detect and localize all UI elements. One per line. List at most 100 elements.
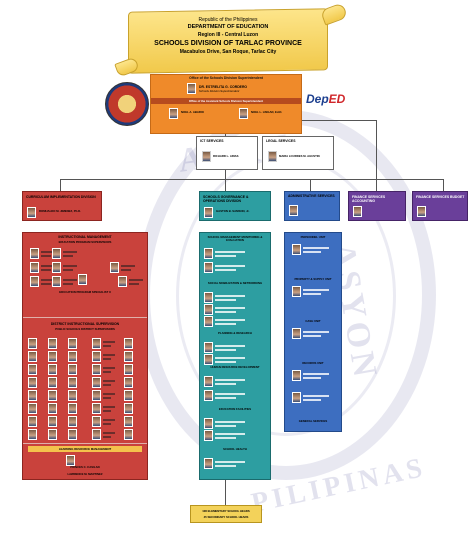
- staff-name-line: [103, 358, 112, 360]
- staff-photo: [292, 244, 301, 255]
- sds-role: Schools Division Superintendent: [199, 89, 240, 93]
- staff-name-line: [103, 397, 112, 399]
- cid-divider-2: [23, 443, 147, 444]
- staff-photo: [68, 351, 77, 362]
- cid-lr-title: LEARNING RESOURCE MANAGEMENT: [58, 446, 112, 451]
- staff-name-line: [303, 399, 322, 401]
- staff-name-line: [103, 423, 112, 425]
- asds-left-photo: [169, 108, 178, 119]
- staff-photo: [48, 416, 57, 427]
- finance-budget-photo: [417, 206, 426, 217]
- staff-photo: [48, 338, 57, 349]
- staff-photo: [48, 429, 57, 440]
- staff-name-line: [41, 283, 51, 285]
- line-to-admin: [310, 179, 311, 191]
- admin-unit-3: CASH UNIT: [305, 319, 321, 323]
- school-heads-box: 108 ELEMENTARY SCHOOL HEADS 45 SECONDARY…: [190, 505, 262, 523]
- staff-photo: [68, 338, 77, 349]
- deped-logo-dep: Dep: [306, 92, 329, 106]
- school-heads-secondary: 45 SECONDARY SCHOOL HEADS: [203, 515, 249, 519]
- cid-eps2: EDUCATION PROGRAM SPECIALIST II: [59, 290, 111, 294]
- line-to-fin-acct: [376, 179, 377, 191]
- staff-name-line: [103, 354, 115, 356]
- staff-name-line: [103, 371, 112, 373]
- staff-photo: [92, 351, 101, 362]
- staff-name-line: [41, 279, 55, 281]
- staff-photo: [30, 276, 39, 287]
- staff-name-line: [103, 410, 112, 412]
- staff-photo: [68, 390, 77, 401]
- ict-title: ICT SERVICES: [200, 139, 224, 143]
- staff-name-line: [215, 251, 245, 253]
- staff-name-line: [215, 319, 245, 321]
- staff-photo: [28, 429, 37, 440]
- asds-left-name: NOEL A. ABARIO: [181, 110, 204, 114]
- division-seal-logo: [105, 82, 149, 126]
- legal-services-box: LEGAL SERVICES MARIA LOURDES M. AGUSTIN: [262, 136, 334, 170]
- staff-photo: [92, 338, 101, 349]
- staff-name-line: [103, 367, 115, 369]
- staff-name-line: [215, 397, 236, 399]
- asds-title: Office of the Assistant Schools Division…: [188, 98, 264, 103]
- staff-photo: [30, 248, 39, 259]
- staff-photo: [48, 403, 57, 414]
- staff-photo: [110, 262, 119, 273]
- cid-instr-title: INSTRUCTIONAL MANAGEMENT: [58, 235, 112, 239]
- staff-name-line: [215, 265, 245, 267]
- staff-name-line: [303, 293, 322, 295]
- cid-chief-photo: [27, 207, 36, 218]
- staff-name-line: [121, 265, 135, 267]
- cid-lr-name2: LAWRENCE M. MARTINEZ: [67, 472, 103, 476]
- staff-name-line: [215, 465, 236, 467]
- cid-district-sub: PUBLIC SCHOOLS DISTRICT SUPERVISORS: [55, 327, 115, 331]
- staff-name-line: [103, 380, 115, 382]
- finance-accounting-photo: [353, 206, 362, 217]
- staff-name-line: [63, 269, 73, 271]
- staff-photo: [204, 354, 213, 365]
- staff-name-line: [303, 331, 329, 333]
- staff-photo: [52, 276, 61, 287]
- line-main-horizontal: [60, 179, 444, 180]
- finance-budget-box: FINANCE SERVICES BUDGET: [412, 191, 468, 221]
- staff-name-line: [215, 433, 245, 435]
- staff-photo: [52, 262, 61, 273]
- staff-name-line: [215, 307, 245, 309]
- staff-photo: [204, 430, 213, 441]
- staff-photo: [48, 390, 57, 401]
- staff-name-line: [41, 255, 51, 257]
- sds-photo: [187, 83, 196, 94]
- staff-name-line: [215, 357, 245, 359]
- ict-name: RICHARD L. ARIAS: [213, 154, 239, 158]
- staff-name-line: [215, 255, 236, 257]
- staff-photo: [124, 364, 133, 375]
- staff-photo: [68, 377, 77, 388]
- staff-photo: [92, 377, 101, 388]
- staff-name-line: [103, 384, 112, 386]
- staff-name-line: [303, 247, 329, 249]
- legal-name: MARIA LOURDES M. AGUSTIN: [279, 154, 320, 158]
- admin-unit-1: PERSONNEL UNIT: [300, 235, 326, 239]
- staff-name-line: [215, 379, 245, 381]
- staff-name-line: [215, 349, 236, 351]
- staff-name-line: [41, 269, 51, 271]
- staff-name-line: [303, 373, 329, 375]
- cid-lr-title-bar: [28, 446, 142, 452]
- staff-photo: [78, 274, 87, 285]
- sgod-chief-name: GASTON B. SAMSON, Jr.: [216, 209, 250, 213]
- staff-photo: [92, 416, 101, 427]
- staff-name-line: [303, 251, 322, 253]
- staff-name-line: [129, 279, 143, 281]
- sds-name: DR. ESTRELITA G. CORDERO: [199, 85, 248, 89]
- staff-name-line: [63, 251, 77, 253]
- staff-name-line: [41, 265, 55, 267]
- asds-right-photo: [239, 108, 248, 119]
- admin-unit-5: GENERAL SERVICES: [298, 419, 328, 423]
- header-department: DEPARTMENT OF EDUCATION: [187, 24, 269, 30]
- staff-name-line: [303, 289, 329, 291]
- header-region: Region III - Central Luzon: [197, 32, 259, 38]
- staff-photo: [204, 376, 213, 387]
- staff-photo: [204, 390, 213, 401]
- staff-name-line: [63, 255, 73, 257]
- staff-name-line: [103, 341, 115, 343]
- sgod-title: SCHOOLS GOVERNANCE & OPERATIONS DIVISION: [203, 195, 249, 204]
